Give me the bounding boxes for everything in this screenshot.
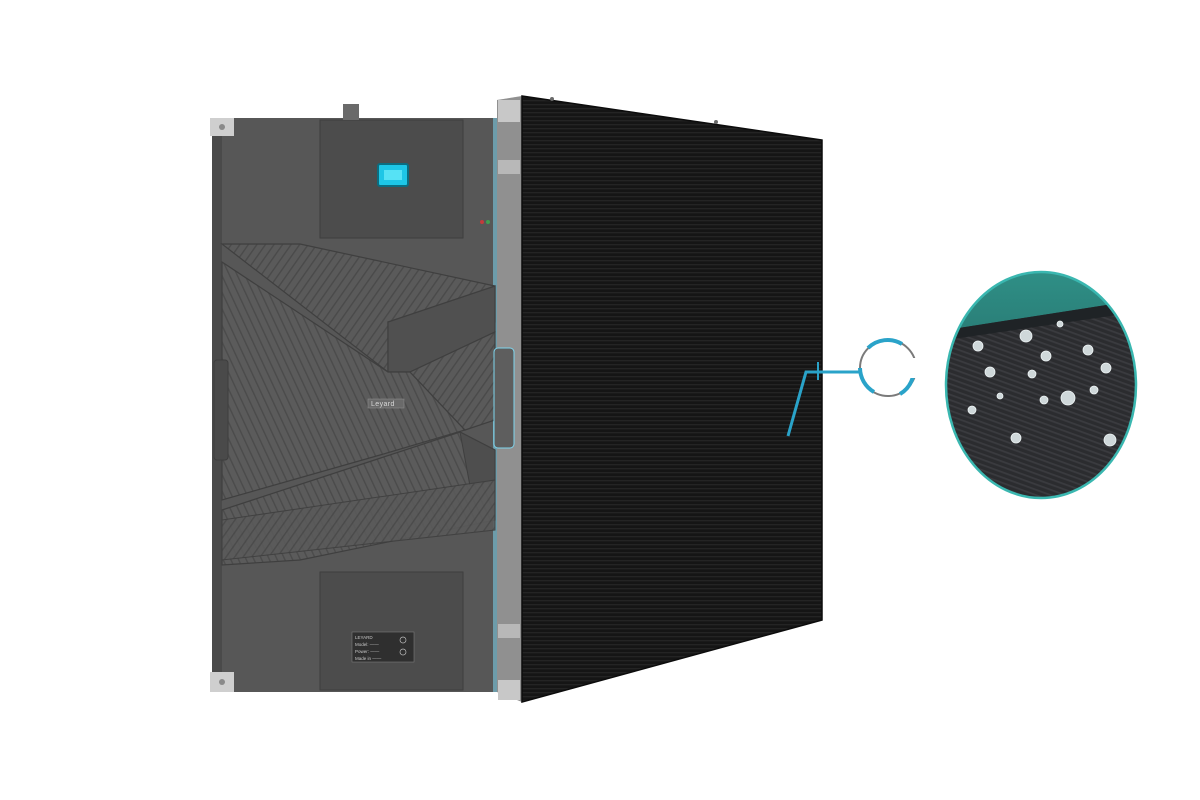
label-line-1: LEYARD (355, 635, 373, 640)
side-latch (493, 347, 515, 449)
side-lock-mid (498, 160, 520, 174)
certification-mark-icon (399, 636, 407, 644)
rib-panel-bottom (221, 479, 496, 561)
top-bracket (343, 104, 359, 120)
ul-mark-icon (399, 648, 407, 656)
led-display-face (522, 96, 822, 702)
callout-pointer (786, 362, 862, 437)
magnifier-ring-icon (858, 338, 922, 397)
label-line-3: Power: —— (355, 649, 380, 654)
water-droplet-icon (967, 320, 1117, 447)
label-line-4: Made in —— (355, 656, 382, 661)
status-led-icon (480, 220, 484, 224)
magnified-detail-lens (944, 270, 1138, 500)
side-lock-top (498, 100, 520, 122)
label-line-2: Model: —— (355, 642, 379, 647)
bottom-label-box (319, 571, 464, 691)
side-grip (213, 359, 229, 461)
brand-plate (367, 398, 405, 409)
brand-logo-text: Leyard (371, 401, 395, 408)
cabinet-side-frame (493, 96, 522, 702)
cabinet-rear: Leyard LEYARD Model: —— Power: —— Made i… (210, 104, 499, 692)
side-lock-bottom (498, 624, 520, 638)
